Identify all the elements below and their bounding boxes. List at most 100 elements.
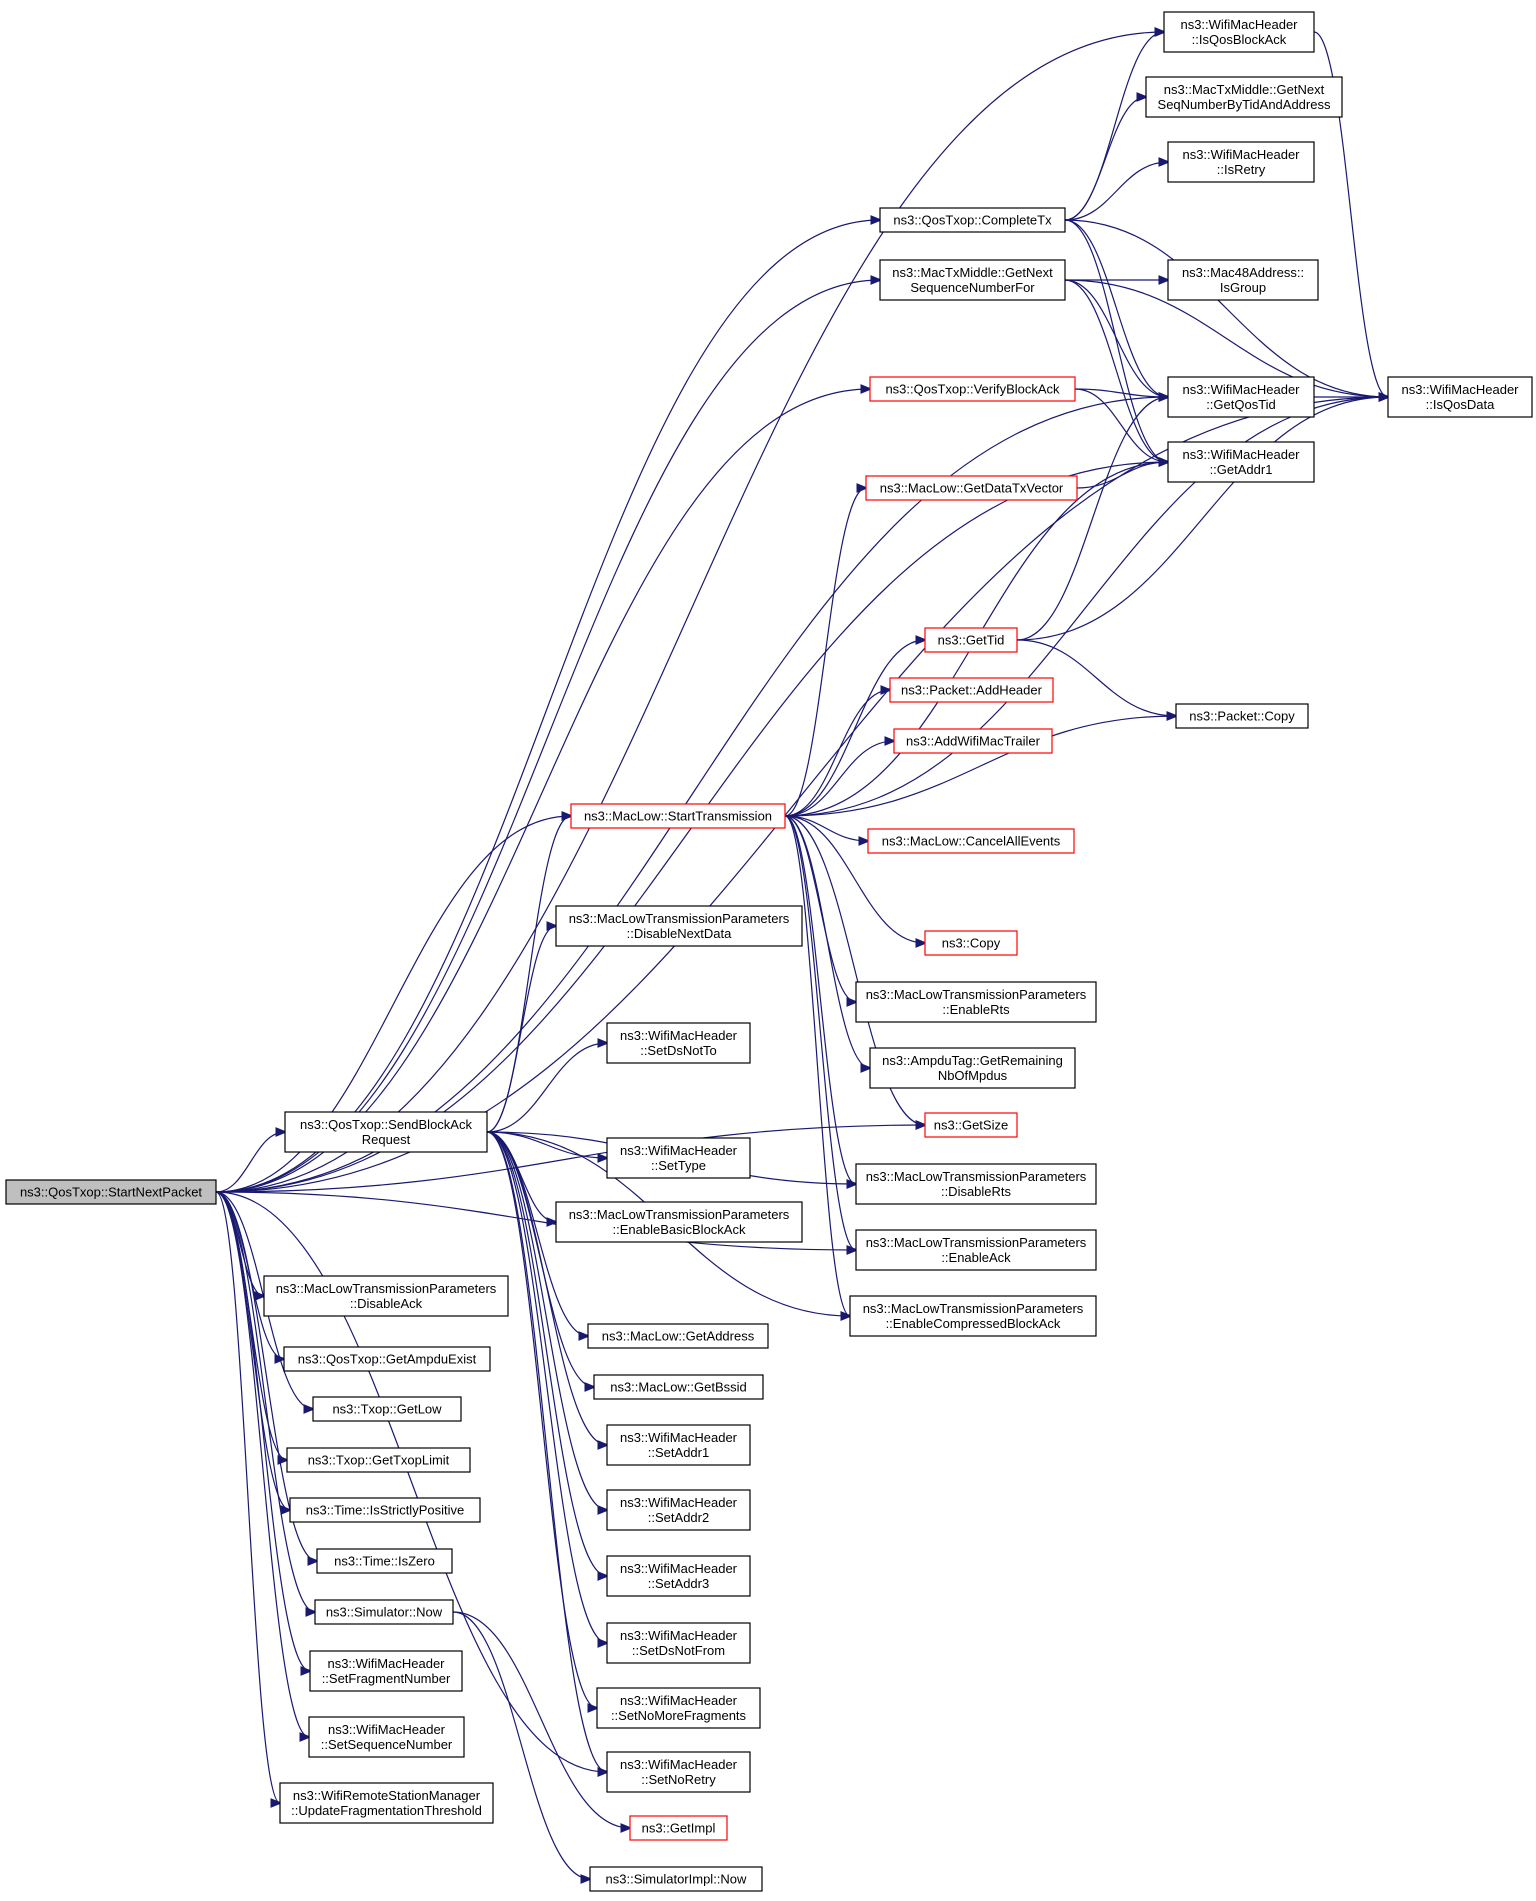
edge-getdatatxvector-to-getaddr1 — [1076, 462, 1168, 489]
edge-isqosblockack-to-isqosdata — [1313, 31, 1388, 397]
node-completetx[interactable]: ns3::QosTxop::CompleteTx — [879, 207, 1066, 233]
node-gettxoplimit[interactable]: ns3::Txop::GetTxopLimit — [286, 1447, 471, 1473]
node-packetcopy[interactable]: ns3::Packet::Copy — [1175, 703, 1309, 729]
node-label-cancelallevents-line0: ns3::MacLow::CancelAllEvents — [882, 834, 1061, 849]
node-box-setdsnotfrom — [606, 1622, 751, 1664]
node-getsize[interactable]: ns3::GetSize — [924, 1112, 1018, 1138]
node-box-setaddr1 — [606, 1424, 751, 1466]
nodes-layer: ns3::QosTxop::StartNextPacketns3::WifiMa… — [5, 11, 1533, 1892]
node-simulatornow[interactable]: ns3::Simulator::Now — [314, 1599, 454, 1625]
node-setaddr3[interactable]: ns3::WifiMacHeader::SetAddr3 — [606, 1555, 751, 1597]
node-getaddr1[interactable]: ns3::WifiMacHeader::GetAddr1 — [1167, 441, 1315, 483]
node-disablerts[interactable]: ns3::MacLowTransmissionParameters::Disab… — [855, 1163, 1097, 1205]
node-label-simulatorimplnow-line0: ns3::SimulatorImpl::Now — [606, 1872, 747, 1887]
node-box-getlow — [312, 1396, 462, 1422]
edge-starttransmission-to-enableack — [784, 815, 856, 1250]
node-label-getimpl-line0: ns3::GetImpl — [642, 1821, 716, 1836]
node-getnextseqbytid[interactable]: ns3::MacTxMiddle::GetNextSeqNumberByTidA… — [1145, 76, 1343, 118]
edge-gettid-to-isqosdata — [1016, 397, 1388, 641]
edge-root-to-sendblockackrequest — [215, 1132, 285, 1193]
node-setdsnotfrom[interactable]: ns3::WifiMacHeader::SetDsNotFrom — [606, 1622, 751, 1664]
node-label-setnomorefragments-line1: ::SetNoMoreFragments — [611, 1708, 747, 1723]
node-getbssid[interactable]: ns3::MacLow::GetBssid — [593, 1374, 764, 1400]
node-isgroup[interactable]: ns3::Mac48Address::IsGroup — [1167, 259, 1319, 301]
node-enableack[interactable]: ns3::MacLowTransmissionParameters::Enabl… — [855, 1229, 1097, 1271]
node-starttransmission[interactable]: ns3::MacLow::StartTransmission — [570, 803, 786, 829]
node-label-setnoretry-line0: ns3::WifiMacHeader — [620, 1757, 738, 1772]
node-settype[interactable]: ns3::WifiMacHeader::SetType — [606, 1137, 751, 1179]
node-label-getaddr1-line1: ::GetAddr1 — [1210, 462, 1273, 477]
node-box-updatefragthreshold — [279, 1782, 494, 1824]
node-box-getsize — [924, 1112, 1018, 1138]
node-setfragmentnumber[interactable]: ns3::WifiMacHeader::SetFragmentNumber — [309, 1650, 463, 1692]
node-simulatorimplnow[interactable]: ns3::SimulatorImpl::Now — [589, 1866, 763, 1892]
node-label-getampduexist-line0: ns3::QosTxop::GetAmpduExist — [298, 1352, 477, 1367]
node-setnomorefragments[interactable]: ns3::WifiMacHeader::SetNoMoreFragments — [596, 1687, 761, 1729]
node-setaddr2[interactable]: ns3::WifiMacHeader::SetAddr2 — [606, 1489, 751, 1531]
node-label-isretry-line0: ns3::WifiMacHeader — [1182, 147, 1300, 162]
node-verifyblockack[interactable]: ns3::QosTxop::VerifyBlockAck — [869, 376, 1076, 402]
edge-verifyblockack-to-getaddr1 — [1074, 388, 1168, 462]
node-getnextseqfor[interactable]: ns3::MacTxMiddle::GetNextSequenceNumberF… — [879, 259, 1066, 301]
node-box-setdsnotto — [606, 1022, 751, 1064]
edge-root-to-isstrictlypositive — [215, 1191, 290, 1510]
edge-completetx-to-getaddr1 — [1064, 219, 1168, 462]
node-label-root-line0: ns3::QosTxop::StartNextPacket — [20, 1185, 202, 1200]
node-getampduexist[interactable]: ns3::QosTxop::GetAmpduExist — [283, 1346, 491, 1372]
node-enablerts[interactable]: ns3::MacLowTransmissionParameters::Enabl… — [855, 981, 1097, 1023]
node-root[interactable]: ns3::QosTxop::StartNextPacket — [5, 1179, 217, 1205]
node-label-getbssid-line0: ns3::MacLow::GetBssid — [610, 1380, 747, 1395]
node-label-verifyblockack-line0: ns3::QosTxop::VerifyBlockAck — [885, 382, 1060, 397]
node-label-completetx-line0: ns3::QosTxop::CompleteTx — [893, 213, 1052, 228]
node-label-isqosblockack-line0: ns3::WifiMacHeader — [1180, 17, 1298, 32]
node-label-getnextseqbytid-line1: SeqNumberByTidAndAddress — [1158, 97, 1331, 112]
node-isretry[interactable]: ns3::WifiMacHeader::IsRetry — [1167, 141, 1315, 183]
node-copy[interactable]: ns3::Copy — [924, 930, 1018, 956]
node-label-getaddress-line0: ns3::MacLow::GetAddress — [602, 1329, 755, 1344]
node-disableack[interactable]: ns3::MacLowTransmissionParameters::Disab… — [263, 1275, 509, 1317]
node-disablenextdata[interactable]: ns3::MacLowTransmissionParameters::Disab… — [555, 905, 803, 947]
node-label-sendblockackrequest-line1: Request — [362, 1132, 411, 1147]
node-setnoretry[interactable]: ns3::WifiMacHeader::SetNoRetry — [606, 1751, 751, 1793]
node-box-getdatatxvector — [865, 475, 1078, 501]
node-label-enableack-line1: ::EnableAck — [941, 1250, 1011, 1265]
node-box-settype — [606, 1137, 751, 1179]
node-box-isgroup — [1167, 259, 1319, 301]
node-label-setsequencenumber-line1: ::SetSequenceNumber — [321, 1737, 453, 1752]
node-isqosblockack[interactable]: ns3::WifiMacHeader::IsQosBlockAck — [1163, 11, 1315, 53]
node-getimpl[interactable]: ns3::GetImpl — [629, 1815, 728, 1841]
node-box-getnextseqfor — [879, 259, 1066, 301]
node-label-updatefragthreshold-line0: ns3::WifiRemoteStationManager — [293, 1788, 481, 1803]
edge-gettid-to-getqostid — [1016, 397, 1168, 641]
node-addwifimactrailer[interactable]: ns3::AddWifiMacTrailer — [893, 728, 1053, 754]
node-setdsnotto[interactable]: ns3::WifiMacHeader::SetDsNotTo — [606, 1022, 751, 1064]
node-updatefragthreshold[interactable]: ns3::WifiRemoteStationManager::UpdateFra… — [279, 1782, 494, 1824]
edge-sendblockackrequest-to-setdsnotfrom — [486, 1131, 607, 1643]
node-isstrictlypositive[interactable]: ns3::Time::IsStrictlyPositive — [289, 1497, 481, 1523]
node-getaddress[interactable]: ns3::MacLow::GetAddress — [587, 1323, 769, 1349]
node-gettid[interactable]: ns3::GetTid — [924, 627, 1018, 653]
node-getlow[interactable]: ns3::Txop::GetLow — [312, 1396, 462, 1422]
node-label-enablerts-line0: ns3::MacLowTransmissionParameters — [866, 987, 1087, 1002]
edge-root-to-setfragmentnumber — [215, 1191, 310, 1671]
node-box-getaddr1 — [1167, 441, 1315, 483]
node-label-settype-line1: ::SetType — [651, 1158, 706, 1173]
node-label-packetcopy-line0: ns3::Packet::Copy — [1189, 709, 1295, 724]
node-label-disablenextdata-line0: ns3::MacLowTransmissionParameters — [569, 911, 790, 926]
node-iszero[interactable]: ns3::Time::IsZero — [316, 1548, 453, 1574]
node-getqostid[interactable]: ns3::WifiMacHeader::GetQosTid — [1167, 376, 1315, 418]
node-enablebasicblockack[interactable]: ns3::MacLowTransmissionParameters::Enabl… — [555, 1201, 803, 1243]
node-box-starttransmission — [570, 803, 786, 829]
node-setaddr1[interactable]: ns3::WifiMacHeader::SetAddr1 — [606, 1424, 751, 1466]
node-getdatatxvector[interactable]: ns3::MacLow::GetDataTxVector — [865, 475, 1078, 501]
node-box-getimpl — [629, 1815, 728, 1841]
edge-completetx-to-isqosblockack — [1064, 32, 1164, 221]
node-isqosdata[interactable]: ns3::WifiMacHeader::IsQosData — [1387, 376, 1533, 418]
node-box-isstrictlypositive — [289, 1497, 481, 1523]
node-addheader[interactable]: ns3::Packet::AddHeader — [889, 677, 1054, 703]
node-enablecompressed[interactable]: ns3::MacLowTransmissionParameters::Enabl… — [849, 1295, 1097, 1337]
node-setsequencenumber[interactable]: ns3::WifiMacHeader::SetSequenceNumber — [308, 1716, 465, 1758]
node-cancelallevents[interactable]: ns3::MacLow::CancelAllEvents — [867, 828, 1075, 854]
